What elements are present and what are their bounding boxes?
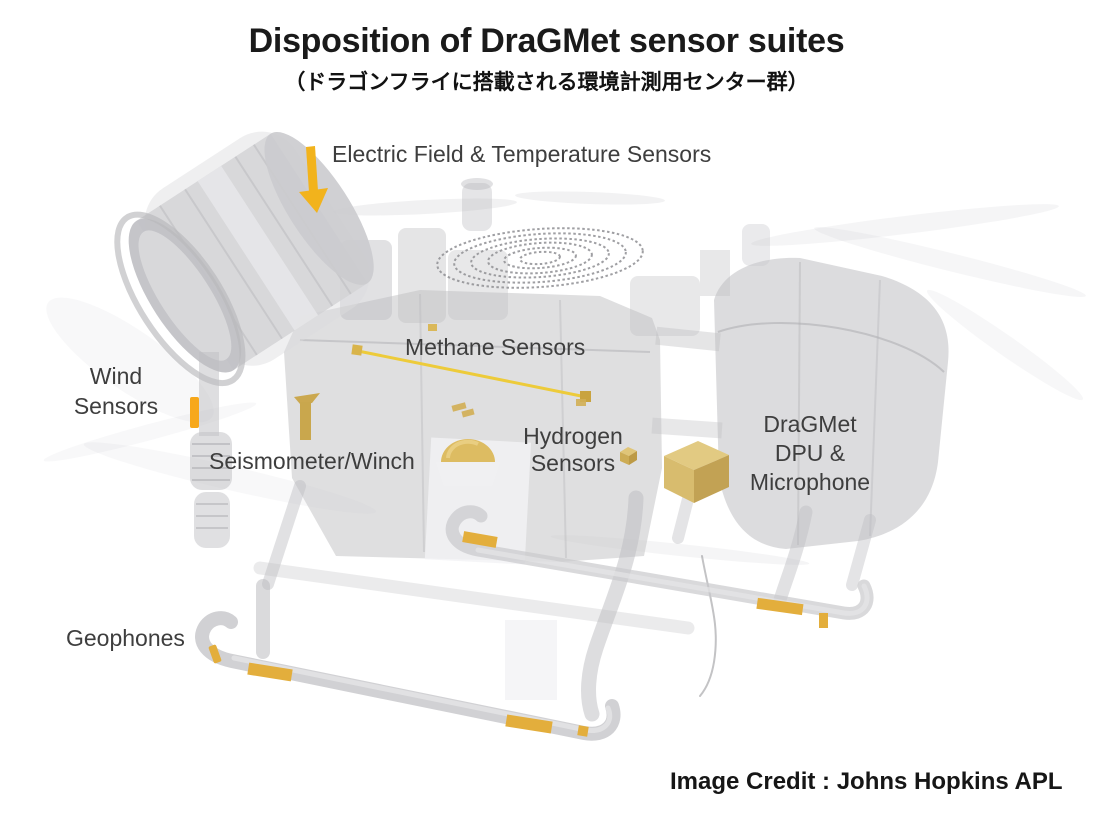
rotor-hubs <box>461 178 770 266</box>
far-skid <box>445 505 874 620</box>
label-methane-sensors: Methane Sensors <box>405 334 586 360</box>
seismometer-dome <box>436 439 500 486</box>
wind-sensor-marker <box>190 397 199 428</box>
gold-fittings <box>451 399 586 418</box>
label-geophones: Geophones <box>66 625 185 651</box>
methane-sensor-line <box>351 324 591 402</box>
antenna-drum <box>114 131 374 387</box>
label-dragmet-dpu-microphone: DraGMet DPU & Microphone <box>749 411 871 495</box>
front-left-leg <box>190 352 232 548</box>
main-fuselage <box>284 290 662 700</box>
geophone-patches <box>208 531 828 737</box>
winch-marker <box>294 393 320 440</box>
label-electric-field-temperature-sensors: Electric Field & Temperature Sensors <box>332 141 712 167</box>
label-hydrogen-sensors: Hydrogen Sensors <box>523 423 623 476</box>
aft-fuselage <box>700 250 949 549</box>
rotor-disc <box>436 227 644 289</box>
down-arrow-icon <box>299 146 328 213</box>
label-wind-sensors: Wind Sensors <box>73 363 159 419</box>
image-credit: Image Credit : Johns Hopkins APL <box>670 768 1063 795</box>
hydrogen-sensor-marker <box>620 447 637 465</box>
dpu-cube <box>664 441 729 503</box>
label-seismometer-winch: Seismometer/Winch <box>209 448 415 474</box>
page-subtitle-japanese: （ドラゴンフライに搭載される環境計測用センター群） <box>284 71 809 94</box>
page-title: Disposition of DraGMet sensor suites <box>248 22 845 60</box>
